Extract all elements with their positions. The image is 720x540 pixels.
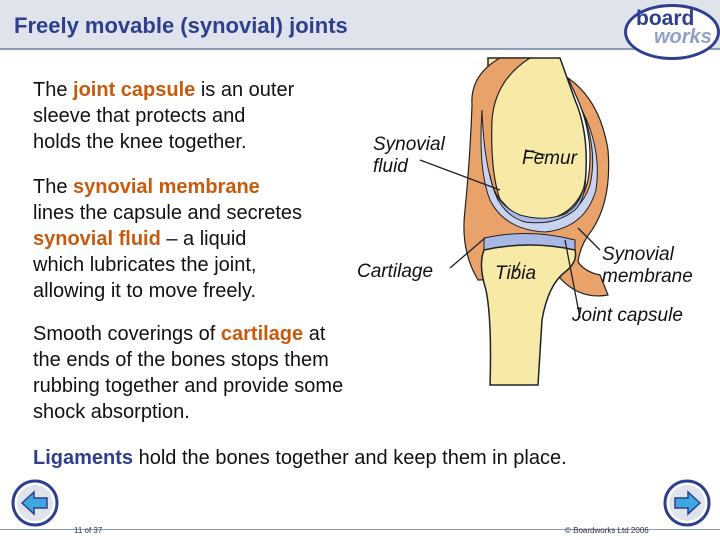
ligaments-text: hold the bones together and keep them in…	[133, 447, 567, 469]
para2-line1: The synovial membrane	[33, 174, 302, 200]
boardworks-logo: board works	[624, 4, 720, 60]
para3-line1: Smooth coverings of cartilage at	[33, 321, 343, 347]
femur-cartilage	[489, 174, 586, 224]
pointer-tibia	[514, 261, 521, 273]
logo-oval	[624, 4, 720, 60]
forward-arrow-icon	[663, 479, 711, 527]
term-joint-capsule: joint capsule	[73, 79, 196, 101]
pointer-synovial-membrane	[577, 227, 601, 251]
term-synovial-membrane: synovial membrane	[73, 176, 260, 198]
para1-text-b: is an outer	[195, 79, 295, 101]
label-tibia: Tibia	[495, 263, 537, 284]
paragraph-synovial-membrane: The synovial membrane lines the capsule …	[33, 174, 302, 304]
header-bar	[0, 0, 720, 48]
back-arrow-icon	[11, 479, 59, 527]
term-synovial-fluid: synovial fluid	[33, 228, 161, 250]
label-synovial-fluid-line1: Synovial	[373, 134, 445, 155]
copyright-notice: © Boardworks Ltd 2006	[565, 526, 649, 535]
para3-line3: rubbing together and provide some	[33, 375, 344, 397]
header-divider	[0, 48, 720, 50]
para1-line1: The joint capsule is an outer	[33, 77, 294, 103]
label-joint-capsule: Joint capsule	[572, 305, 683, 326]
paragraph-cartilage: Smooth coverings of cartilage at the end…	[33, 321, 343, 425]
para1-text-a: The	[33, 79, 74, 101]
para3-text-a: Smooth coverings of	[33, 323, 221, 345]
term-ligaments: Ligaments	[33, 447, 134, 469]
label-femur: Femur	[522, 148, 577, 169]
slide-header: Freely movable (synovial) joints board w…	[0, 0, 720, 60]
label-synovial-membrane: Synovial membrane	[602, 244, 693, 288]
para1-line2: sleeve that protects and	[33, 105, 246, 127]
footer-divider	[0, 529, 720, 530]
pointer-joint-capsule	[564, 239, 581, 319]
label-synovial-membrane-line2: membrane	[602, 266, 693, 287]
para3-line4: shock absorption.	[33, 401, 190, 423]
tibia-bone	[480, 244, 577, 386]
pointer-synovial-fluid	[419, 159, 501, 191]
page-number: 11 of 37	[74, 526, 103, 535]
para2-text-a: The	[33, 176, 74, 198]
paragraph-ligaments: Ligaments hold the bones together and ke…	[33, 447, 567, 470]
previous-slide-button[interactable]	[10, 478, 60, 528]
para3-line2: the ends of the bones stops them	[33, 349, 329, 371]
para2-line5: allowing it to move freely.	[33, 280, 257, 302]
label-synovial-fluid-line2: fluid	[373, 156, 408, 177]
para3-text-b: at	[303, 323, 326, 345]
logo-text-bottom: works	[654, 26, 712, 48]
para2-line4: which lubricates the joint,	[33, 254, 257, 276]
paragraph-joint-capsule: The joint capsule is an outer sleeve tha…	[33, 77, 294, 155]
para1-line3: holds the knee together.	[33, 131, 247, 153]
slide-title: Freely movable (synovial) joints	[14, 13, 348, 38]
term-cartilage: cartilage	[220, 323, 304, 345]
para2-line2: lines the capsule and secretes	[33, 202, 303, 224]
pointer-cartilage	[449, 237, 486, 269]
logo-text-top: board	[636, 7, 695, 30]
next-slide-button[interactable]	[662, 478, 712, 528]
label-cartilage: Cartilage	[357, 261, 434, 282]
label-synovial-membrane-line1: Synovial	[602, 244, 674, 265]
para2-line3: synovial fluid – a liquid	[33, 226, 302, 252]
para2-text-b: – a liquid	[160, 228, 247, 250]
pointer-femur	[524, 149, 546, 156]
label-synovial-fluid: Synovial fluid	[373, 134, 445, 178]
